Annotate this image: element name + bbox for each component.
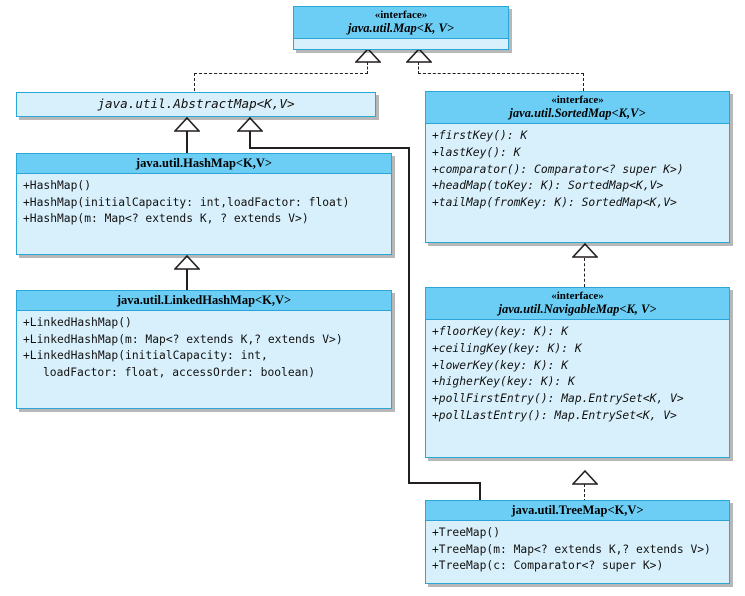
- member-row: +higherKey(key: K): K: [432, 375, 575, 389]
- member-row: +HashMap(m: Map<? extends K, ? extends V…: [23, 212, 309, 226]
- member-row: +pollLastEntry(): Map.EntrySet<K, V>: [432, 408, 677, 422]
- connector-treemap-to-abstractmap-seg2: [249, 147, 410, 149]
- connector-treemap-to-abstractmap-seg3: [408, 147, 410, 483]
- class-name-abstractmap: java.util.AbstractMap<K,V>: [97, 96, 295, 111]
- class-header-sortedmap: «interface» java.util.SortedMap<K,V>: [426, 92, 729, 125]
- connector-abstractmap-to-map-horizontal: [194, 73, 368, 74]
- class-name-sortedmap: java.util.SortedMap<K,V>: [509, 106, 646, 121]
- member-row: +floorKey(key: K): K: [432, 325, 569, 339]
- member-row: +TreeMap(m: Map<? extends K,? extends V>…: [432, 542, 711, 556]
- class-members-hashmap: +HashMap() +HashMap(initialCapacity: int…: [17, 174, 391, 233]
- connector-treemap-to-navigablemap: [584, 484, 585, 502]
- connector-treemap-to-abstractmap-seg5: [479, 482, 481, 500]
- connector-sortedmap-to-map-vertical-right: [583, 73, 584, 91]
- member-row: +comparator(): Comparator<? super K>): [432, 162, 684, 176]
- class-members-linkedhashmap: +LinkedHashMap() +LinkedHashMap(m: Map<?…: [17, 311, 391, 387]
- member-row: +TreeMap(c: Comparator<? super K>): [432, 559, 664, 573]
- member-row: +tailMap(fromKey: K): SortedMap<K,V>: [432, 196, 677, 210]
- member-row: +lowerKey(key: K): K: [432, 358, 569, 372]
- class-box-linkedhashmap[interactable]: java.util.LinkedHashMap<K,V> +LinkedHash…: [16, 290, 392, 409]
- class-box-map[interactable]: «interface» java.util.Map<K, V>: [293, 6, 509, 50]
- connector-sortedmap-to-map-vertical-left: [418, 62, 419, 74]
- member-row: +HashMap(): [23, 179, 92, 192]
- connector-linkedhashmap-to-hashmap: [186, 268, 188, 290]
- member-row: +TreeMap(): [432, 526, 501, 539]
- stereotype-label-navigablemap: «interface»: [551, 290, 604, 302]
- class-name-hashmap: java.util.HashMap<K,V>: [135, 156, 273, 170]
- member-row: +pollFirstEntry(): Map.EntrySet<K, V>: [432, 392, 684, 406]
- connector-abstractmap-to-map-vertical-right: [367, 62, 368, 74]
- connector-treemap-to-abstractmap-seg4: [408, 482, 481, 484]
- connector-sortedmap-to-map-horizontal: [418, 73, 584, 74]
- class-name-linkedhashmap: java.util.LinkedHashMap<K,V>: [116, 293, 292, 307]
- class-header-navigablemap: «interface» java.util.NavigableMap<K, V>: [426, 288, 729, 321]
- class-header-hashmap: java.util.HashMap<K,V>: [17, 154, 391, 174]
- member-row: +HashMap(initialCapacity: int,loadFactor…: [23, 195, 350, 209]
- member-row: +ceilingKey(key: K): K: [432, 342, 582, 356]
- member-row: +LinkedHashMap(initialCapacity: int,: [23, 349, 268, 363]
- class-name-treemap: java.util.TreeMap<K,V>: [511, 503, 644, 517]
- class-header-treemap: java.util.TreeMap<K,V>: [426, 501, 729, 521]
- member-row: +LinkedHashMap(m: Map<? extends K,? exte…: [23, 332, 343, 346]
- member-row: +LinkedHashMap(): [23, 316, 132, 329]
- connector-treemap-to-abstractmap-seg1: [249, 130, 251, 148]
- class-members-navigablemap: +floorKey(key: K): K +ceilingKey(key: K)…: [426, 320, 729, 429]
- class-box-sortedmap[interactable]: «interface» java.util.SortedMap<K,V> +fi…: [425, 91, 730, 243]
- class-members-treemap: +TreeMap() +TreeMap(m: Map<? extends K,?…: [426, 521, 729, 580]
- member-row: +firstKey(): K: [432, 129, 528, 143]
- class-box-navigablemap[interactable]: «interface» java.util.NavigableMap<K, V>…: [425, 287, 730, 458]
- stereotype-label-map: «interface»: [374, 9, 428, 21]
- connector-abstractmap-to-map-vertical-left: [194, 73, 195, 91]
- connector-hashmap-to-abstractmap: [186, 130, 188, 154]
- class-name-map: java.util.Map<K, V>: [348, 21, 454, 36]
- stereotype-label-sortedmap: «interface»: [551, 94, 604, 106]
- class-header-linkedhashmap: java.util.LinkedHashMap<K,V>: [17, 291, 391, 311]
- member-row: +lastKey(): K: [432, 146, 521, 160]
- class-name-navigablemap: java.util.NavigableMap<K, V>: [498, 302, 657, 317]
- member-row-continuation: loadFactor: float, accessOrder: boolean): [43, 366, 316, 380]
- class-box-treemap[interactable]: java.util.TreeMap<K,V> +TreeMap() +TreeM…: [425, 500, 730, 584]
- class-header-map: «interface» java.util.Map<K, V>: [294, 7, 508, 40]
- member-row: +headMap(toKey: K): SortedMap<K,V>: [432, 179, 664, 193]
- connector-navigablemap-to-sortedmap: [584, 258, 585, 287]
- class-members-sortedmap: +firstKey(): K +lastKey(): K +comparator…: [426, 124, 729, 217]
- class-box-abstractmap[interactable]: java.util.AbstractMap<K,V>: [16, 92, 376, 117]
- class-box-hashmap[interactable]: java.util.HashMap<K,V> +HashMap() +HashM…: [16, 153, 392, 255]
